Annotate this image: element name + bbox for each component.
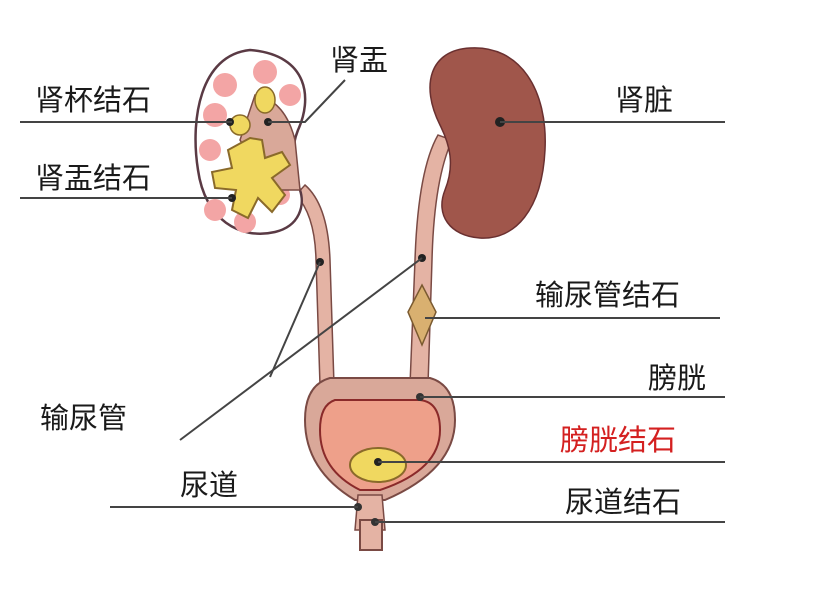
- label-renal-pelvis: 肾盂: [330, 43, 388, 77]
- left-ureter: [294, 183, 335, 386]
- label-kidney: 肾脏: [615, 83, 673, 117]
- right-ureter: [409, 134, 454, 386]
- label-pelvis-stone: 肾盂结石: [35, 161, 151, 195]
- label-ureter: 输尿管: [40, 401, 127, 435]
- left-kidney-section: [194, 48, 307, 235]
- label-urethra: 尿道: [180, 468, 238, 502]
- label-bladder-stone: 膀胱结石: [560, 423, 676, 457]
- renal-pelvis-star: [210, 136, 292, 220]
- label-ureter-stone: 输尿管结石: [535, 278, 680, 312]
- right-kidney: [429, 47, 546, 239]
- leader-lines: [20, 79, 725, 523]
- label-bladder: 膀胱: [648, 361, 706, 395]
- ureter-stone: [407, 283, 437, 347]
- label-urethra-stone: 尿道结石: [565, 485, 681, 519]
- bladder: [303, 377, 457, 551]
- label-calyx-stone: 肾杯结石: [35, 83, 151, 117]
